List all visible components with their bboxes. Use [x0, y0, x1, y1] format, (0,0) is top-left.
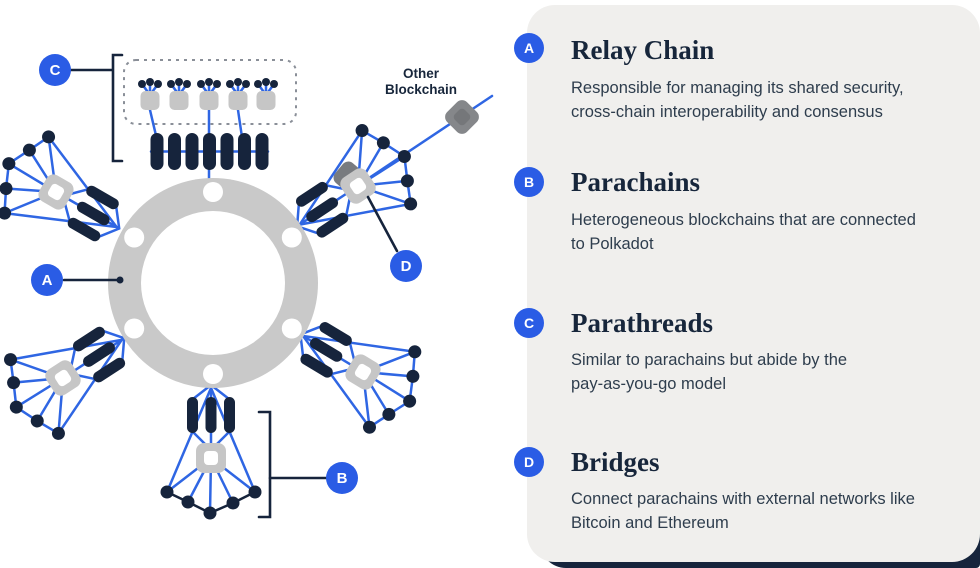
relay-chain-ring [108, 178, 318, 388]
validator-pill-row [150, 133, 269, 170]
bridge-cluster [268, 94, 494, 270]
diagram-badge-b: B [326, 462, 358, 494]
diagram-badge-c: C [39, 54, 71, 86]
legend-title: Parathreads [571, 308, 713, 338]
legend-description-line: Heterogeneous blockchains that are conne… [571, 211, 916, 229]
parathread-group [123, 59, 297, 181]
legend-description-line: to Polkadot [571, 235, 654, 253]
legend-description-line: pay-as-you-go model [571, 375, 726, 393]
legend-panel: A Relay Chain Responsible for managing i… [514, 5, 980, 562]
legend-title: Relay Chain [571, 35, 715, 65]
bracket-c [111, 53, 124, 163]
legend-title: Bridges [571, 447, 660, 477]
legend-description: Responsible for managing its shared secu… [571, 76, 966, 124]
legend-badge-b: B [514, 167, 544, 197]
parachain-cluster-bottom [159, 383, 263, 521]
legend-badge-c: C [514, 308, 544, 338]
legend-description: Heterogeneous blockchains that are conne… [571, 208, 966, 256]
legend-title: Parachains [571, 167, 701, 197]
legend-description-line: Bitcoin and Ethereum [571, 514, 729, 532]
legend-description-line: Responsible for managing its shared secu… [571, 79, 904, 97]
other-blockchain-label-line2: Blockchain [385, 82, 457, 97]
other-blockchain-node [445, 100, 479, 134]
pointer-line-d [366, 195, 399, 253]
legend-description-line: Similar to parachains but abide by the [571, 351, 848, 369]
callout-pointers [62, 53, 399, 519]
legend-description-line: cross-chain interoperability and consens… [571, 103, 883, 121]
legend-badge-a: A [514, 33, 544, 63]
legend-description-line: Connect parachains with external network… [571, 490, 915, 508]
parathread-dashed-boundary [123, 59, 297, 125]
other-blockchain-label-line1: Other [403, 66, 440, 81]
legend-badge-d: D [514, 447, 544, 477]
network-diagram: Other Blockchain C A B D [0, 53, 494, 521]
diagram-badge-a: A [31, 264, 63, 296]
bracket-b [257, 410, 272, 519]
parathread-nodes [138, 78, 278, 110]
legend-description: Connect parachains with external network… [571, 487, 966, 535]
relay-chain-validator-dots [124, 182, 302, 384]
pointer-dot-a [116, 276, 124, 284]
diagram-badge-d: D [390, 250, 422, 282]
legend-description: Similar to parachains but abide by the p… [571, 348, 966, 396]
network-diagram-canvas: Other Blockchain [0, 53, 494, 521]
